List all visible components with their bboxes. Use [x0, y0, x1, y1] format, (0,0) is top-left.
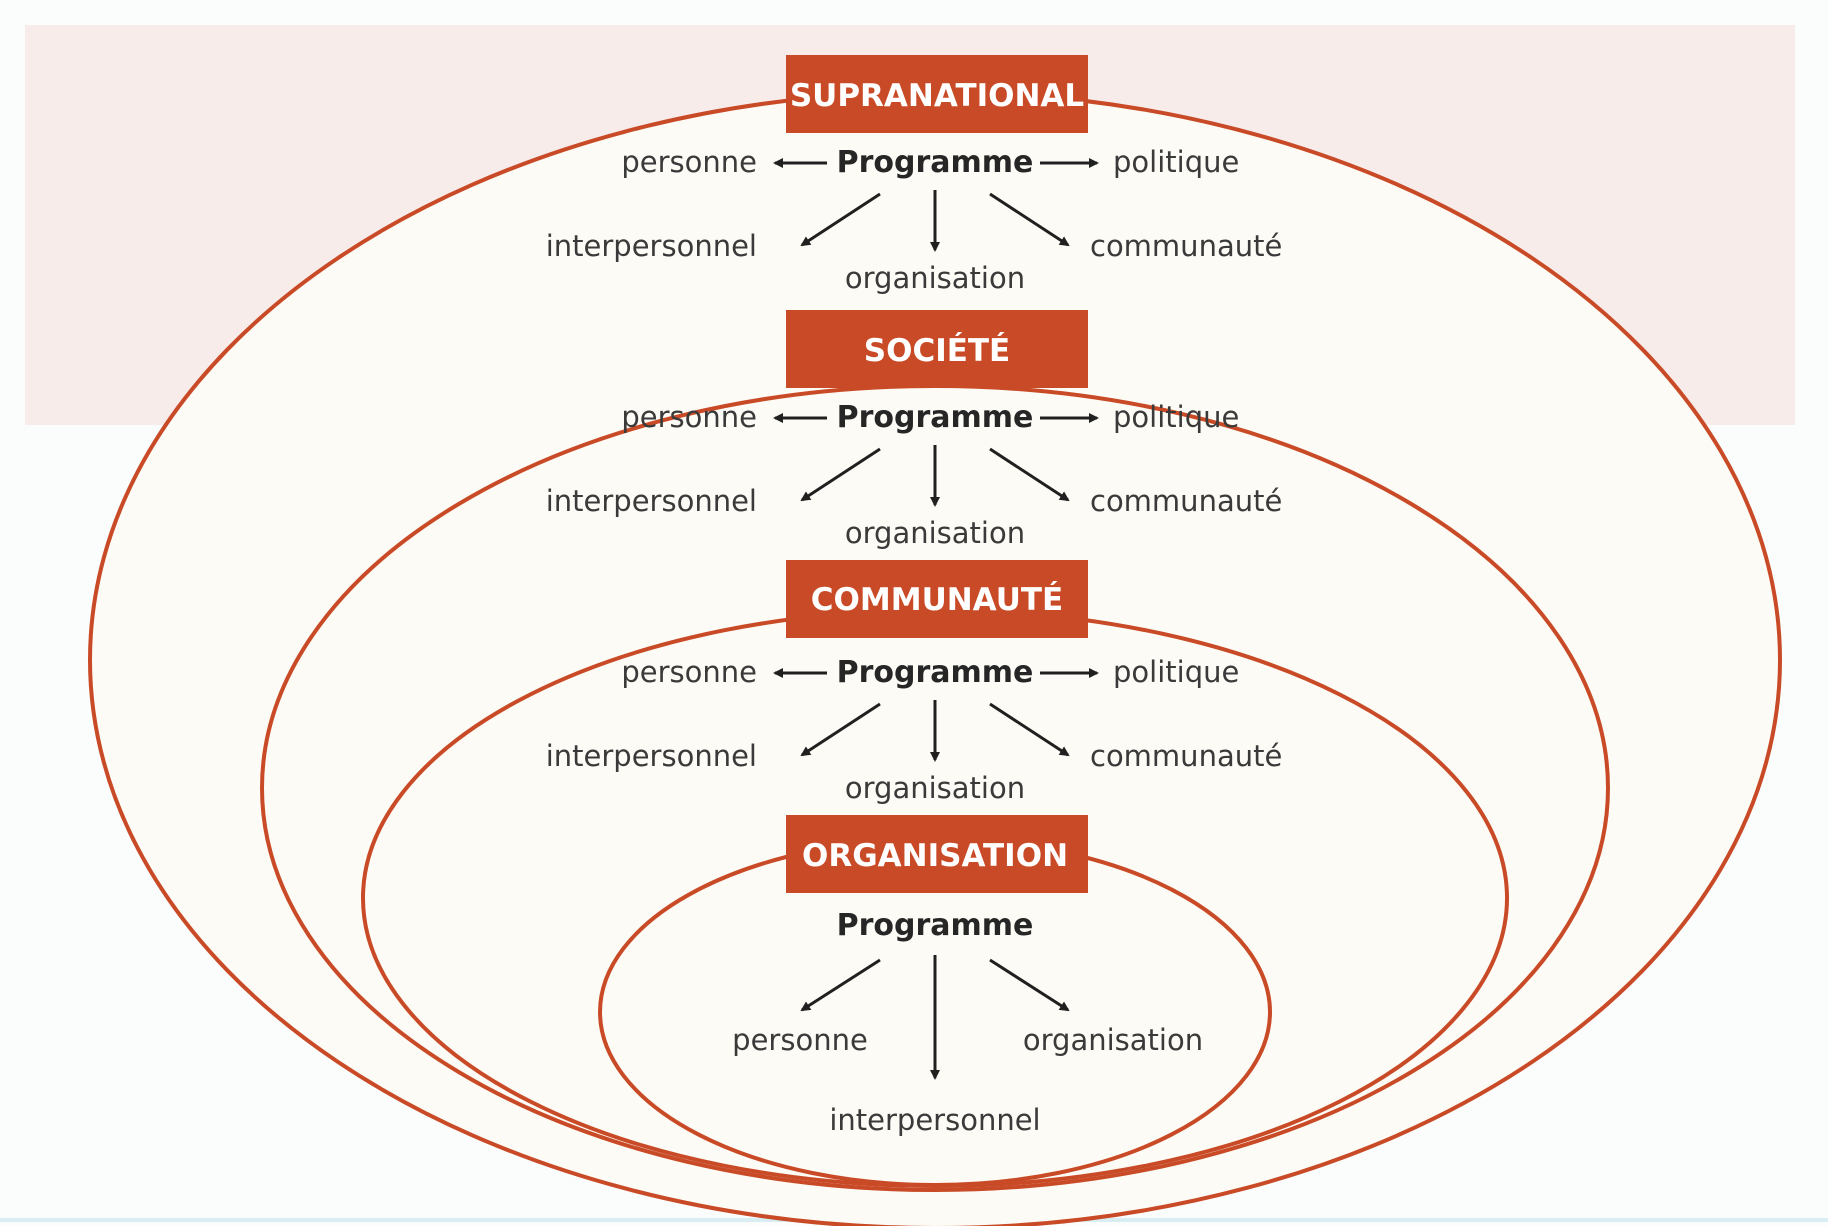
lower-center-label: organisation	[845, 516, 1025, 550]
level-title: SUPRANATIONAL	[790, 78, 1084, 114]
arrow-down-left	[800, 192, 881, 247]
program-label: Programme	[837, 400, 1034, 435]
level-supranational: SUPRANATIONAL Programme personne politiq…	[546, 55, 1282, 295]
level-title-box	[786, 310, 1088, 388]
level-title-box	[786, 55, 1088, 133]
level-title-box	[786, 560, 1088, 638]
left-label: personne	[621, 145, 757, 179]
lower-right-label: communauté	[1090, 484, 1282, 518]
lower-left-label: interpersonnel	[546, 229, 757, 263]
right-label: politique	[1113, 655, 1239, 689]
level-societe: SOCIÉTÉ Programme personne politique int…	[546, 310, 1282, 550]
program-label: Programme	[837, 655, 1034, 690]
left-label: personne	[732, 1023, 868, 1057]
lower-center-label: organisation	[845, 771, 1025, 805]
arrow-down-left	[800, 958, 881, 1012]
left-label: personne	[621, 655, 757, 689]
right-label: politique	[1113, 145, 1239, 179]
lower-left-label: interpersonnel	[546, 739, 757, 773]
level-communaute: COMMUNAUTÉ Programme personne politique …	[546, 560, 1282, 805]
lower-right-label: communauté	[1090, 739, 1282, 773]
level-title: COMMUNAUTÉ	[811, 582, 1063, 618]
arrow-down-left	[800, 447, 881, 502]
arrow-down-right	[989, 702, 1070, 757]
program-label: Programme	[837, 145, 1034, 180]
arrow-down-right	[989, 958, 1070, 1012]
arrow-down-right	[989, 447, 1070, 502]
right-label: politique	[1113, 400, 1239, 434]
lower-right-label: communauté	[1090, 229, 1282, 263]
level-title: SOCIÉTÉ	[864, 333, 1010, 369]
bottom-label: interpersonnel	[829, 1103, 1040, 1137]
arrow-down-right	[989, 192, 1070, 247]
level-organisation: ORGANISATION Programme personne organisa…	[732, 815, 1203, 1137]
left-label: personne	[621, 400, 757, 434]
lower-left-label: interpersonnel	[546, 484, 757, 518]
program-label: Programme	[837, 908, 1034, 943]
right-label: organisation	[1023, 1023, 1203, 1057]
arrow-down-left	[800, 702, 881, 757]
lower-center-label: organisation	[845, 261, 1025, 295]
level-title: ORGANISATION	[802, 838, 1068, 874]
level-title-box	[786, 815, 1088, 893]
